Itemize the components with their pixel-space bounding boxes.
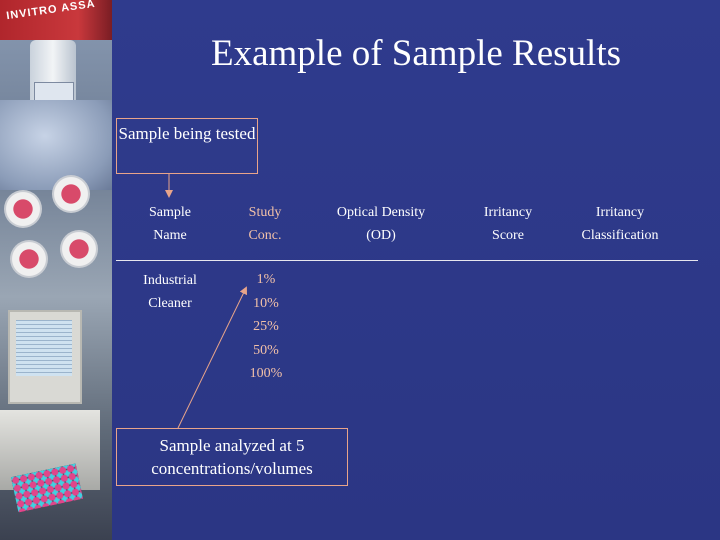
callout-sample-analyzed: Sample analyzed at 5 concentrations/volu… xyxy=(116,428,348,486)
header-optical-density: Optical Density(OD) xyxy=(336,205,426,243)
petri-dish xyxy=(60,230,98,268)
callout-sample-being-tested: Sample being tested xyxy=(116,118,258,174)
concentration-value: 100% xyxy=(249,366,283,381)
lab-photo: INVITRO ASSA xyxy=(0,0,112,540)
slide-title: Example of Sample Results xyxy=(210,33,622,74)
concentration-value: 50% xyxy=(253,342,279,358)
concentration-value: 25% xyxy=(253,319,279,334)
concentration-value: 10% xyxy=(253,295,279,311)
table-divider xyxy=(116,260,698,261)
petri-dish xyxy=(10,240,48,278)
computer-monitor xyxy=(8,310,82,404)
petri-dish xyxy=(4,190,42,228)
assay-kit-box-text: INVITRO ASSA xyxy=(5,0,97,23)
concentration-value: 1% xyxy=(256,272,276,287)
concentration-list: 1% 10% 25% 50% 100% xyxy=(238,268,294,386)
gloved-hand xyxy=(0,100,112,190)
petri-dish xyxy=(52,175,90,213)
assay-kit-box: INVITRO ASSA xyxy=(0,0,112,40)
